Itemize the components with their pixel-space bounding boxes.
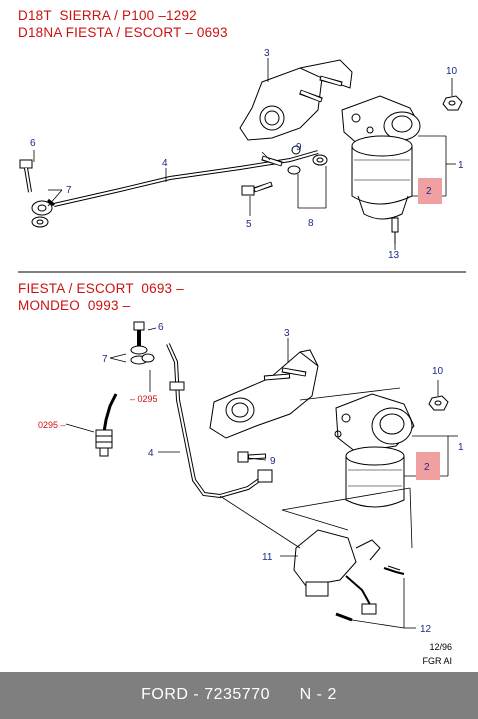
- clip-assembly-top: [19, 159, 53, 228]
- callout-top-7: 7: [66, 185, 72, 196]
- callout-bottom-12: 12: [420, 624, 432, 635]
- section2-header-line2: MONDEO 0993 –: [18, 298, 131, 313]
- callout-bottom-1: 1: [458, 442, 464, 453]
- section2-header-line1: FIESTA / ESCORT 0693 –: [18, 281, 184, 296]
- mounting-bracket-bottom: [209, 349, 319, 439]
- filter-head-top: [341, 95, 421, 147]
- section1-header-line2: D18NA FIESTA / ESCORT – 0693: [18, 25, 228, 40]
- callout-top-6: 6: [30, 138, 36, 149]
- leaders-bottom: [65, 327, 458, 629]
- nut-10-bottom: [428, 395, 449, 411]
- fuel-pipe-bottom: [166, 343, 273, 499]
- bottom-assembly: [65, 321, 458, 629]
- callout-bottom-10: 10: [432, 366, 444, 377]
- callout-bottom-11: 11: [262, 552, 273, 563]
- drawing-code: FGR AI: [422, 656, 452, 666]
- callout-bottom-3: 3: [284, 328, 290, 339]
- top-assembly: [19, 58, 463, 250]
- callout-top-1: 1: [458, 160, 464, 171]
- callout-top-2: 2: [426, 186, 432, 197]
- callout-top-10: 10: [446, 66, 458, 77]
- washers-top: [261, 145, 328, 175]
- mounting-bracket-top: [239, 59, 353, 141]
- callout-top-5: 5: [246, 219, 252, 230]
- callouts-top: 3 6 7 4 5 9 8 10 1 2 13: [30, 48, 464, 261]
- footer-bar: [0, 672, 478, 719]
- heater-unit-bottom: [293, 529, 405, 622]
- callout-bottom-7: 7: [102, 354, 108, 365]
- sensor-lead-bottom: [95, 393, 118, 457]
- callout-top-9: 9: [296, 142, 302, 153]
- callout-bottom-4: 4: [148, 448, 154, 459]
- callout-top-3: 3: [264, 48, 270, 59]
- drawing-date: 12/96: [429, 642, 452, 652]
- clip-assembly-bottom: [130, 321, 155, 365]
- nut-10-top: [442, 95, 463, 111]
- date-range-right: 0295 –: [38, 420, 66, 430]
- section1-header-line1: D18T SIERRA / P100 –1292: [18, 8, 197, 23]
- callout-bottom-6: 6: [158, 322, 164, 333]
- bolt-5-top: [241, 181, 273, 196]
- parts-diagram: 3 6 7 4 5 9 8 10 1 2 13: [18, 48, 466, 635]
- callout-top-13: 13: [388, 250, 400, 261]
- callouts-bottom: 3 6 7 4 9 10 1 2 11 12: [102, 322, 464, 635]
- filter-canister-top: [351, 135, 413, 220]
- date-ranges-bottom: – 0295 0295 –: [38, 394, 158, 430]
- filter-head-bottom: [334, 393, 415, 453]
- callout-bottom-2: 2: [424, 462, 430, 473]
- bolt-9-bottom: [237, 451, 267, 463]
- date-range-left: – 0295: [130, 394, 158, 404]
- callout-bottom-9: 9: [270, 456, 276, 467]
- bracket-bolts-top: [299, 75, 343, 103]
- footer-part-number: FORD - 7235770 N - 2: [141, 686, 337, 703]
- bracket-bolts-bottom: [263, 367, 307, 381]
- callout-top-4: 4: [162, 158, 168, 169]
- callout-top-8: 8: [308, 218, 314, 229]
- highlight-part-2-top: [418, 178, 442, 204]
- filter-canister-bottom: [345, 446, 405, 508]
- drain-plug-top: [391, 217, 399, 244]
- fuel-pipe-top: [47, 150, 319, 207]
- highlight-part-2-bottom: [416, 452, 440, 480]
